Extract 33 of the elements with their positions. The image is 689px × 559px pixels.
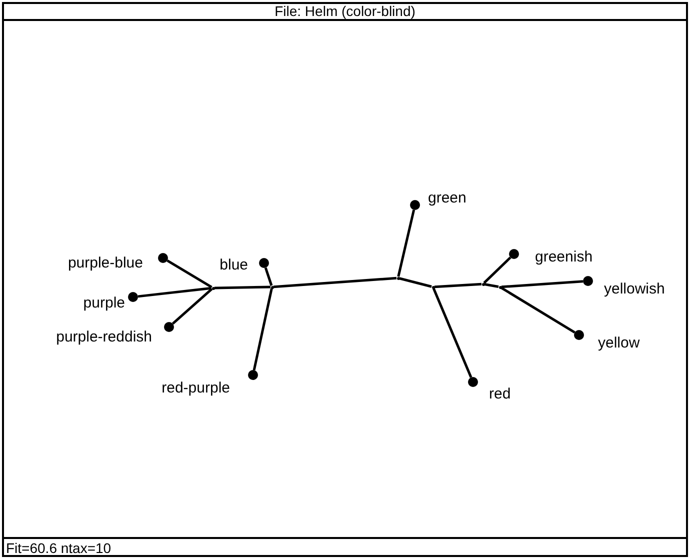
tree-branch xyxy=(138,286,212,298)
leaf-label: red-purple xyxy=(162,380,230,396)
leaf-label: purple xyxy=(83,296,125,310)
tree-branch xyxy=(483,256,512,284)
tree-branch xyxy=(500,286,576,334)
leaf-label: greenish xyxy=(535,250,593,264)
tree-branch xyxy=(397,210,416,277)
leaf-label: purple-reddish xyxy=(56,330,152,344)
tree-branch xyxy=(484,283,499,288)
tree-branch xyxy=(399,277,432,288)
tree-branch xyxy=(273,276,397,288)
tree-branch xyxy=(252,288,273,370)
branch-junction xyxy=(212,286,214,290)
tree-branch xyxy=(501,280,584,288)
tree-branch xyxy=(166,260,212,288)
tree-branch xyxy=(432,288,472,378)
tree-branch xyxy=(172,288,213,325)
branch-junction xyxy=(432,286,434,288)
branch-junction xyxy=(482,282,484,286)
leaf-label: purple-blue xyxy=(68,256,143,270)
branch-junction xyxy=(270,286,274,288)
tree-branch xyxy=(434,282,482,288)
status-text: Fit=60.6 ntax=10 xyxy=(6,541,112,555)
tree-branch xyxy=(214,286,271,290)
leaf-label: green xyxy=(428,190,466,206)
tree-branch xyxy=(264,267,273,286)
branch-junction xyxy=(498,286,502,288)
leaf-label: yellowish xyxy=(604,282,665,296)
leaf-label: blue xyxy=(220,258,248,272)
leaf-label: red xyxy=(489,386,511,402)
leaf-label: yellow xyxy=(598,336,640,350)
window-title: File: Helm (color-blind) xyxy=(274,4,416,18)
branch-junction xyxy=(396,276,400,280)
